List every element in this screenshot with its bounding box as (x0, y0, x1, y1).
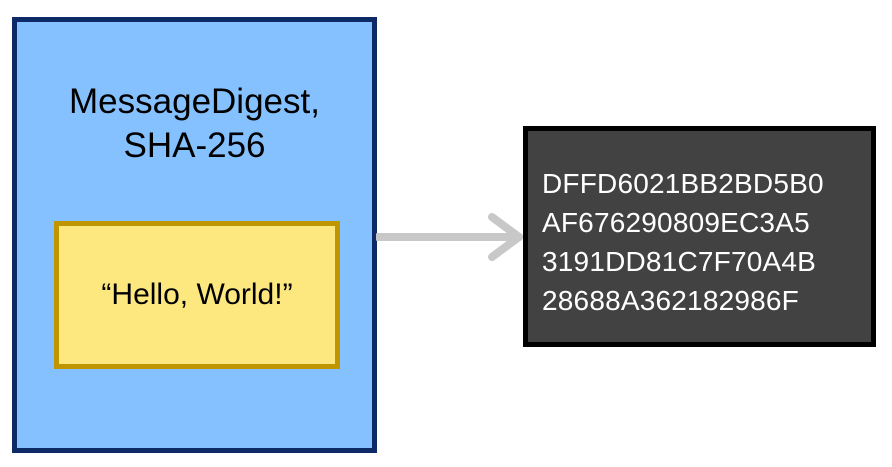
hash-line-1: DFFD6021BB2BD5B0 (542, 168, 824, 199)
digest-title-line-1: MessageDigest, (69, 82, 320, 121)
hash-line-4: 28688A362182986F (542, 285, 799, 316)
hash-line-3: 3191DD81C7F70A4B (542, 246, 817, 277)
arrow-right-icon (376, 213, 523, 261)
hash-line-2: AF676290809EC3A5 (542, 207, 810, 238)
hash-output-box: DFFD6021BB2BD5B0 AF676290809EC3A5 3191DD… (523, 126, 876, 347)
message-digest-box: MessageDigest, SHA-256 “Hello, World!” (12, 17, 377, 453)
digest-title: MessageDigest, SHA-256 (17, 80, 372, 168)
digest-title-line-2: SHA-256 (123, 126, 266, 165)
input-message-box: “Hello, World!” (54, 221, 340, 369)
input-message-text: “Hello, World!” (101, 278, 293, 311)
